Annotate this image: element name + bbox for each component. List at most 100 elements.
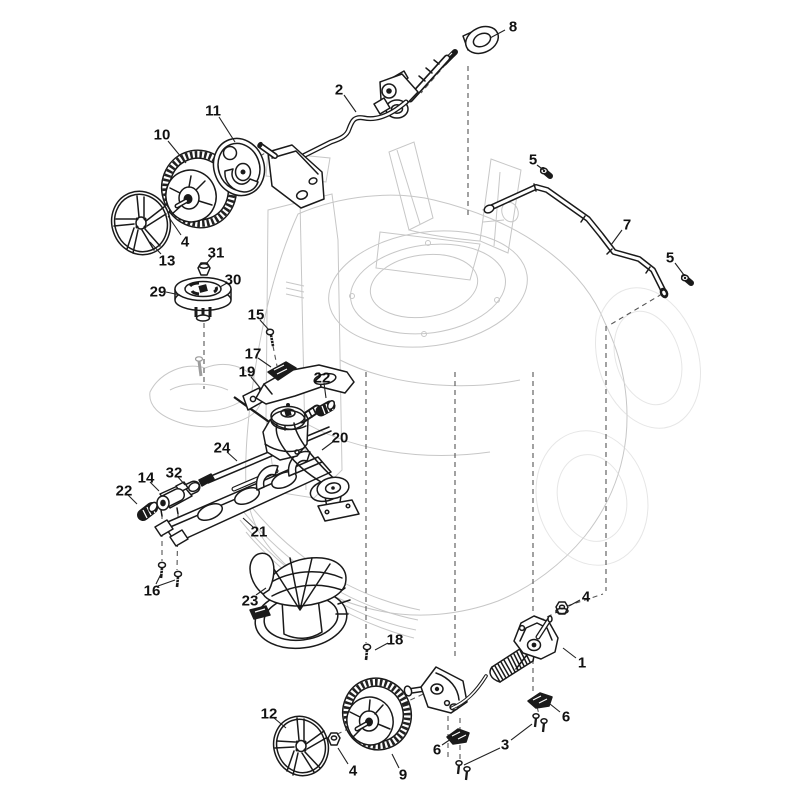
callout-22-20[interactable]: 22 — [116, 483, 133, 500]
leader-line-3 — [510, 723, 533, 741]
part-10-wheel — [160, 149, 238, 229]
leader-line-11 — [218, 116, 236, 143]
leader-line-22 — [127, 494, 138, 505]
part-18-screw — [362, 643, 372, 661]
leader-line-32 — [177, 476, 186, 486]
part-4-nut-bottom — [327, 732, 341, 746]
leader-line-29 — [165, 291, 181, 296]
guide-dashed-line-11 — [607, 293, 663, 327]
callout-9-32[interactable]: 9 — [399, 767, 407, 784]
leader-line-31 — [205, 256, 213, 265]
leader-line-16 — [157, 579, 176, 587]
part-22-knob-right — [315, 399, 336, 417]
callout-29-11[interactable]: 29 — [150, 284, 167, 301]
leader-line-14 — [149, 481, 160, 492]
part-3-screws-left — [455, 759, 471, 781]
leader-line-5 — [536, 164, 546, 172]
leader-line-4 — [167, 215, 182, 236]
part-5-bolt-lower — [680, 274, 694, 286]
part-7-stabilizer-rod — [483, 183, 669, 299]
part-31-nut — [197, 262, 211, 276]
part-14-bearing — [156, 481, 193, 517]
leader-line-4 — [568, 599, 581, 607]
callout-16-22[interactable]: 16 — [144, 583, 161, 600]
guide-dashed-line-14 — [566, 593, 604, 607]
callout-17-13[interactable]: 17 — [245, 346, 262, 363]
part-gearbox — [262, 403, 322, 461]
callout-31-9[interactable]: 31 — [208, 245, 225, 262]
callout-18-24[interactable]: 18 — [387, 632, 404, 649]
guide-dashed-line-0 — [420, 56, 453, 94]
part-16-screws — [157, 561, 183, 588]
callout-4-31[interactable]: 4 — [349, 763, 358, 780]
part-22-knob-left — [137, 501, 158, 521]
leader-line-8 — [489, 29, 506, 39]
part-30-pulley — [174, 276, 232, 302]
callout-20-16[interactable]: 20 — [332, 430, 349, 447]
part-6-clip-left — [446, 728, 470, 745]
callout-24-17[interactable]: 24 — [214, 440, 231, 457]
part-6-clip-right — [527, 692, 553, 709]
gearbox-pointer-line — [233, 396, 273, 425]
callout-6-27[interactable]: 6 — [562, 709, 570, 726]
leader-line-23 — [255, 587, 267, 596]
callout-2-1[interactable]: 2 — [335, 82, 343, 99]
callout-4-25[interactable]: 4 — [582, 589, 591, 606]
leader-line-15 — [259, 319, 270, 331]
callout-3-29[interactable]: 3 — [501, 737, 509, 754]
part-15-screw — [265, 328, 275, 347]
callout-19-14[interactable]: 19 — [239, 364, 256, 381]
ghost-mower-deck — [149, 141, 702, 639]
callout-14-19[interactable]: 14 — [138, 470, 155, 487]
leader-line-6 — [549, 703, 561, 713]
leader-line-16 — [155, 573, 162, 585]
leader-line-3 — [463, 747, 501, 766]
leader-line-18 — [374, 642, 389, 651]
leader-line-10 — [167, 140, 187, 164]
leader-line-5 — [674, 262, 685, 276]
callout-5-4[interactable]: 5 — [529, 152, 537, 169]
part-13-hubcap — [110, 190, 172, 256]
part-8-ring — [462, 25, 500, 55]
leader-line-9 — [391, 753, 400, 769]
leader-line-17 — [257, 357, 272, 368]
callout-6-28[interactable]: 6 — [433, 742, 441, 759]
callout-23-23[interactable]: 23 — [242, 593, 259, 610]
part-3-screws-right — [532, 712, 548, 733]
callout-4-7[interactable]: 4 — [181, 234, 190, 251]
leader-line-13 — [149, 241, 162, 255]
callout-10-3[interactable]: 10 — [154, 127, 171, 144]
leader-line-12 — [273, 717, 287, 729]
part-idler-pulley — [316, 476, 360, 522]
callout-21-21[interactable]: 21 — [251, 524, 268, 541]
part-17-clip — [267, 361, 297, 381]
leader-line-22 — [323, 382, 327, 399]
callout-13-8[interactable]: 13 — [159, 253, 176, 270]
leader-line-6 — [441, 738, 452, 746]
leader-line-1 — [562, 647, 577, 659]
callout-8-0[interactable]: 8 — [509, 19, 517, 36]
guide-dashed-line-4 — [272, 345, 278, 367]
callout-5-6[interactable]: 5 — [666, 250, 674, 267]
callout-11-2[interactable]: 11 — [205, 103, 221, 120]
part-19-bracket — [242, 364, 355, 411]
part-23-deflector — [249, 552, 351, 650]
callout-1-26[interactable]: 1 — [578, 655, 586, 672]
part-1-height-adjuster — [403, 615, 559, 714]
part-4-nut-right — [555, 601, 569, 615]
part-21-support-bracket — [154, 450, 332, 547]
leader-line-4 — [337, 747, 349, 765]
part-9-wheel — [342, 677, 412, 751]
leader-line-24 — [226, 451, 238, 462]
leader-lines-layer — [127, 29, 685, 769]
leader-line-7 — [610, 229, 623, 246]
callout-30-10[interactable]: 30 — [225, 272, 242, 289]
leader-line-20 — [321, 440, 335, 451]
callout-12-30[interactable]: 12 — [261, 706, 278, 723]
leader-line-21 — [242, 517, 254, 528]
callout-15-12[interactable]: 15 — [248, 307, 265, 324]
callout-32-18[interactable]: 32 — [166, 465, 183, 482]
callout-7-5[interactable]: 7 — [623, 217, 631, 234]
callout-22-15[interactable]: 22 — [314, 370, 331, 387]
